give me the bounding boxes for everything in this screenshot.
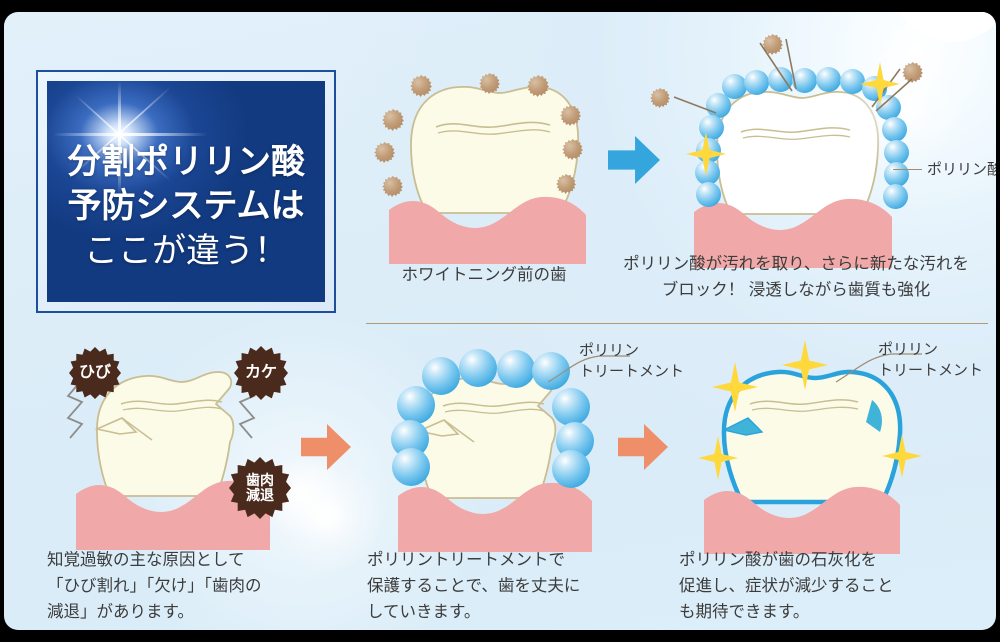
polyrin-bead bbox=[768, 67, 793, 92]
polyrin-bead bbox=[552, 388, 590, 426]
title-inner-panel: 分割ポリリン酸 予防システムは ここが違う！ bbox=[47, 81, 325, 302]
label-leader-curve bbox=[547, 355, 630, 383]
section-divider bbox=[366, 323, 988, 324]
tooth-groove-upper bbox=[749, 399, 859, 406]
gum-shape bbox=[389, 196, 586, 264]
polyrin-bead bbox=[882, 117, 907, 142]
polyrin-bead bbox=[816, 67, 841, 92]
starburst-ray-horizontal bbox=[52, 132, 209, 136]
caption-before: ホワイトニング前の歯 bbox=[401, 266, 567, 284]
tooth-groove-upper bbox=[120, 399, 223, 406]
label-polyrin-treatment: ポリリン トリートメント bbox=[579, 342, 685, 381]
tooth-healed-illustration bbox=[704, 369, 903, 554]
panel-before-whitening: ホワイトニング前の歯 bbox=[364, 57, 604, 284]
caption-healed: ポリリン酸が歯の石灰化を 促進し、症状が減少すること も期待できます。 bbox=[679, 551, 894, 622]
germ-icon bbox=[479, 73, 500, 94]
polyrin-bead bbox=[397, 386, 435, 424]
germ-icon bbox=[374, 142, 395, 163]
tooth-groove-lower bbox=[751, 406, 859, 412]
tooth-groove-lower bbox=[122, 406, 223, 412]
germ-icon bbox=[410, 75, 432, 97]
title-box: 分割ポリリン酸 予防システムは ここが違う！ bbox=[36, 70, 336, 313]
tooth-groove-lower bbox=[444, 408, 545, 414]
polyrin-bead bbox=[497, 350, 535, 388]
polyrin-bead bbox=[422, 357, 460, 395]
content-panel: 分割ポリリン酸 予防システムは ここが違う！ bbox=[4, 12, 996, 630]
badge-crack: ひび bbox=[69, 347, 121, 399]
germ-icon bbox=[762, 34, 783, 55]
label-leader-curve bbox=[835, 353, 922, 383]
title-line-1: 分割ポリリン酸 bbox=[67, 143, 305, 182]
pain-zigzag-left bbox=[66, 381, 84, 439]
gum-shape bbox=[704, 486, 900, 554]
polyrin-bead bbox=[884, 162, 909, 187]
polyrin-bead bbox=[459, 349, 497, 387]
glow-burst bbox=[262, 450, 392, 580]
title-line-3: ここが違う！ bbox=[84, 231, 288, 270]
badge-chip: カケ bbox=[234, 346, 288, 400]
polyrin-bead bbox=[883, 184, 908, 209]
tooth-groove-upper bbox=[435, 121, 551, 129]
polyrin-bead bbox=[532, 352, 570, 390]
page-title: 分割ポリリン酸 予防システムは ここが違う！ bbox=[67, 140, 305, 273]
tooth-repair-patch-right bbox=[866, 400, 882, 432]
tooth-crown bbox=[410, 86, 579, 214]
label-polyrin-acid: ポリリン酸 bbox=[927, 161, 996, 178]
tooth-damaged-illustration bbox=[66, 371, 270, 550]
polyrin-bead bbox=[696, 182, 721, 207]
repel-lines bbox=[673, 38, 913, 114]
caption-after: ポリリン酸が汚れを取り、さらに新たな汚れを ブロック！ 浸透しながら歯質も強化 bbox=[623, 255, 969, 300]
polyrin-bead bbox=[699, 115, 724, 140]
label-leader-line bbox=[893, 169, 922, 170]
tooth-before-illustration bbox=[389, 86, 586, 264]
tooth-chip-left bbox=[94, 417, 138, 435]
panel-treated-tooth: ポリリン トリートメント ポリリントリートメントで 保護することで、歯を丈夫に … bbox=[364, 342, 684, 621]
germ-icon bbox=[562, 139, 583, 160]
gum-shape bbox=[694, 198, 892, 268]
polyrin-bead bbox=[706, 93, 731, 118]
caption-treated: ポリリントリートメントで 保護することで、歯を丈夫に していきます。 bbox=[367, 551, 581, 622]
germ-icon bbox=[556, 174, 576, 194]
tooth-chip-left bbox=[416, 419, 460, 437]
gum-shape bbox=[398, 482, 592, 552]
tooth-repair-patch-left bbox=[721, 417, 764, 436]
germ-icon bbox=[382, 109, 404, 131]
tooth-crack bbox=[121, 417, 153, 441]
tooth-groove-upper bbox=[442, 401, 545, 408]
polyrin-bead bbox=[840, 69, 865, 94]
caption-damaged: 知覚過敏の主な原因として 「ひび割れ」「欠け」「歯肉の 減退」があります。 bbox=[47, 551, 262, 622]
panel-after-whitening: ポリリン酸 ポリリン酸が汚れを取り、さらに新たな汚れを ブロック！ 浸透しながら… bbox=[623, 30, 996, 299]
germ-icon bbox=[382, 176, 403, 197]
tooth-treated-illustration bbox=[398, 373, 592, 552]
germ-icon bbox=[650, 88, 670, 108]
title-line-2: 予防システムは bbox=[67, 187, 305, 226]
germ-icon bbox=[902, 62, 923, 83]
polyrin-bead bbox=[744, 70, 769, 95]
panel-healed-tooth: ポリリン トリートメント ポリリン酸が歯の石灰化を 促進し、症状が減少すること … bbox=[676, 340, 983, 621]
starburst-ray-vertical bbox=[117, 81, 121, 196]
polyrin-bead bbox=[552, 450, 590, 488]
polyrin-bead bbox=[392, 448, 430, 486]
germ-icon bbox=[527, 75, 549, 97]
tooth-groove-lower bbox=[437, 129, 551, 135]
badge-gum-recession: 歯肉 減退 bbox=[229, 457, 291, 519]
tooth-crack bbox=[443, 419, 475, 443]
polyrin-bead bbox=[884, 140, 909, 165]
gum-shape bbox=[76, 480, 270, 550]
panel-damaged-tooth: ひび カケ 歯肉 減退 知覚過敏の主な原因として 「ひび割れ」「欠け」「歯肉の … bbox=[44, 342, 392, 621]
label-polyrin-treatment: ポリリン トリートメント bbox=[878, 341, 984, 380]
germ-icon bbox=[560, 105, 581, 126]
